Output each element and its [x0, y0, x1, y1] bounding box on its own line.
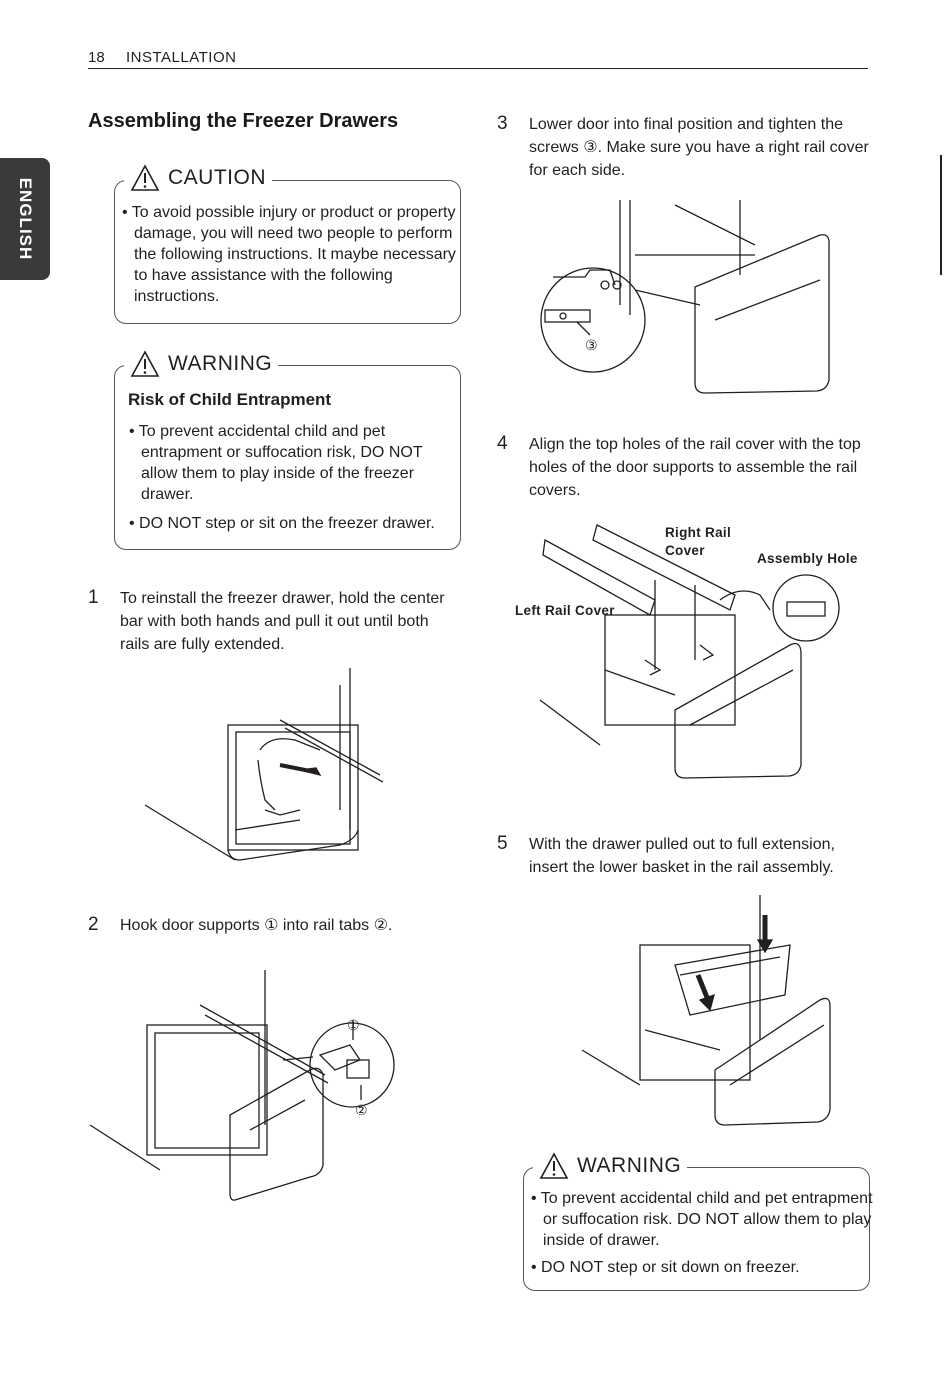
margin-mark	[940, 155, 942, 275]
warning-triangle-icon	[539, 1152, 569, 1179]
callout-1-label: ①	[347, 1018, 360, 1034]
warning-header: WARNING	[533, 1152, 688, 1180]
header-rule	[88, 68, 868, 69]
warning-bullet: • To prevent accidental child and pet en…	[129, 423, 423, 503]
step-number: 3	[497, 113, 508, 134]
warning-bullet: • To prevent accidental child and pet en…	[531, 1190, 873, 1249]
figure-tighten-screws: ③	[540, 200, 830, 394]
step-text: Align the top holes of the rail cover wi…	[529, 436, 861, 499]
language-tab: ENGLISH	[0, 158, 50, 280]
caution-bullet: • To avoid possible injury or product or…	[122, 204, 456, 305]
caution-box	[114, 180, 461, 324]
caution-label: CAUTION	[168, 166, 266, 189]
warning-bullet: • DO NOT step or sit on the freezer draw…	[129, 515, 435, 532]
left-rail-cover-label: Left Rail Cover	[515, 603, 615, 618]
callout-2-label: ②	[355, 1103, 368, 1119]
warning-box	[523, 1167, 870, 1291]
warning-triangle-icon	[130, 350, 160, 377]
step-number: 4	[497, 433, 508, 454]
warning-header: WARNING	[124, 350, 279, 378]
step-number: 5	[497, 833, 508, 854]
step-number: 2	[88, 914, 99, 935]
assembly-hole-label: Assembly Hole	[757, 551, 858, 566]
warning-subheading: Risk of Child Entrapment	[128, 390, 332, 409]
warning-label: WARNING	[577, 1154, 682, 1177]
page-title: Assembling the Freezer Drawers	[88, 110, 399, 132]
warning-bullet: • DO NOT step or sit down on freezer.	[531, 1259, 800, 1276]
figure-lower-basket	[581, 895, 831, 1126]
step-text: With the drawer pulled out to full exten…	[529, 836, 835, 876]
figure-pull-drawer	[144, 668, 384, 861]
section-title: INSTALLATION	[126, 49, 237, 66]
caution-triangle-icon	[130, 164, 160, 191]
right-rail-cover-label: Right Rail Cover	[665, 525, 735, 558]
step-number: 1	[88, 587, 99, 608]
warning-box	[114, 365, 461, 550]
figure-hook-supports: ① ②	[89, 970, 395, 1201]
page-number: 18	[88, 49, 105, 66]
step-text: Hook door supports ① into rail tabs ②.	[120, 917, 393, 934]
step-text: Lower door into final position and tight…	[529, 116, 869, 179]
figure-rail-covers: Right Rail Cover Assembly Hole Left Rail…	[515, 524, 858, 779]
caution-header: CAUTION	[124, 164, 272, 192]
callout-3-label: ③	[585, 338, 598, 354]
warning-label: WARNING	[168, 352, 273, 375]
language-tab-label: ENGLISH	[16, 177, 35, 261]
step-text: To reinstall the freezer drawer, hold th…	[120, 590, 445, 653]
